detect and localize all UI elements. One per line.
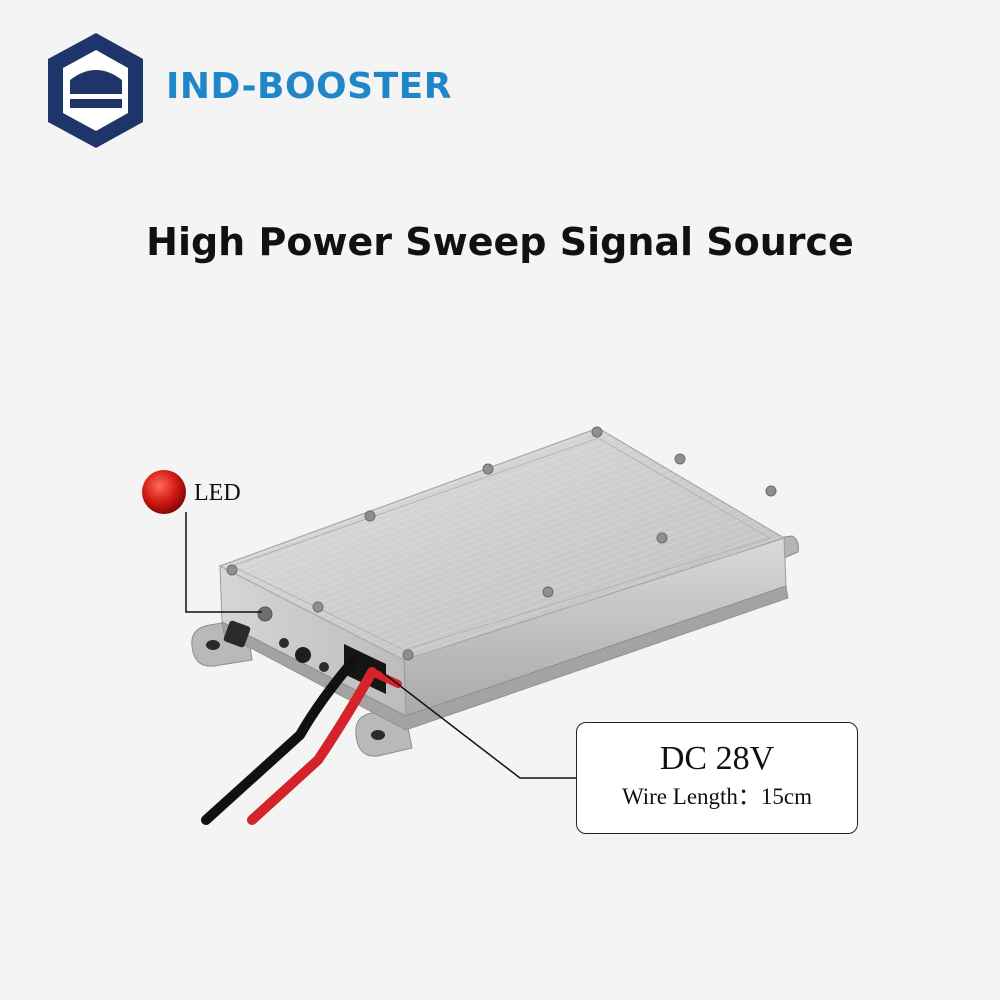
- power-spec-callout: DC 28V Wire Length：15cm: [576, 722, 858, 834]
- brand-logo: [48, 33, 143, 148]
- power-leader-line: [381, 671, 576, 779]
- led-marker-icon: [142, 470, 186, 514]
- top-screws: [226, 426, 777, 661]
- led-leader-line: [185, 512, 262, 613]
- amplifier-enclosure: [218, 427, 789, 731]
- wire-length-text: Wire Length：15cm: [621, 784, 813, 809]
- led-label: LED: [194, 480, 241, 506]
- power-wires: [201, 655, 402, 825]
- black-wire: [201, 655, 359, 825]
- voltage-text: DC 28V: [659, 740, 775, 777]
- brand-name: IND-BOOSTER: [166, 66, 452, 107]
- page-title: High Power Sweep Signal Source: [146, 220, 854, 264]
- led-indicator-window: [257, 606, 273, 622]
- red-wire: [247, 667, 377, 825]
